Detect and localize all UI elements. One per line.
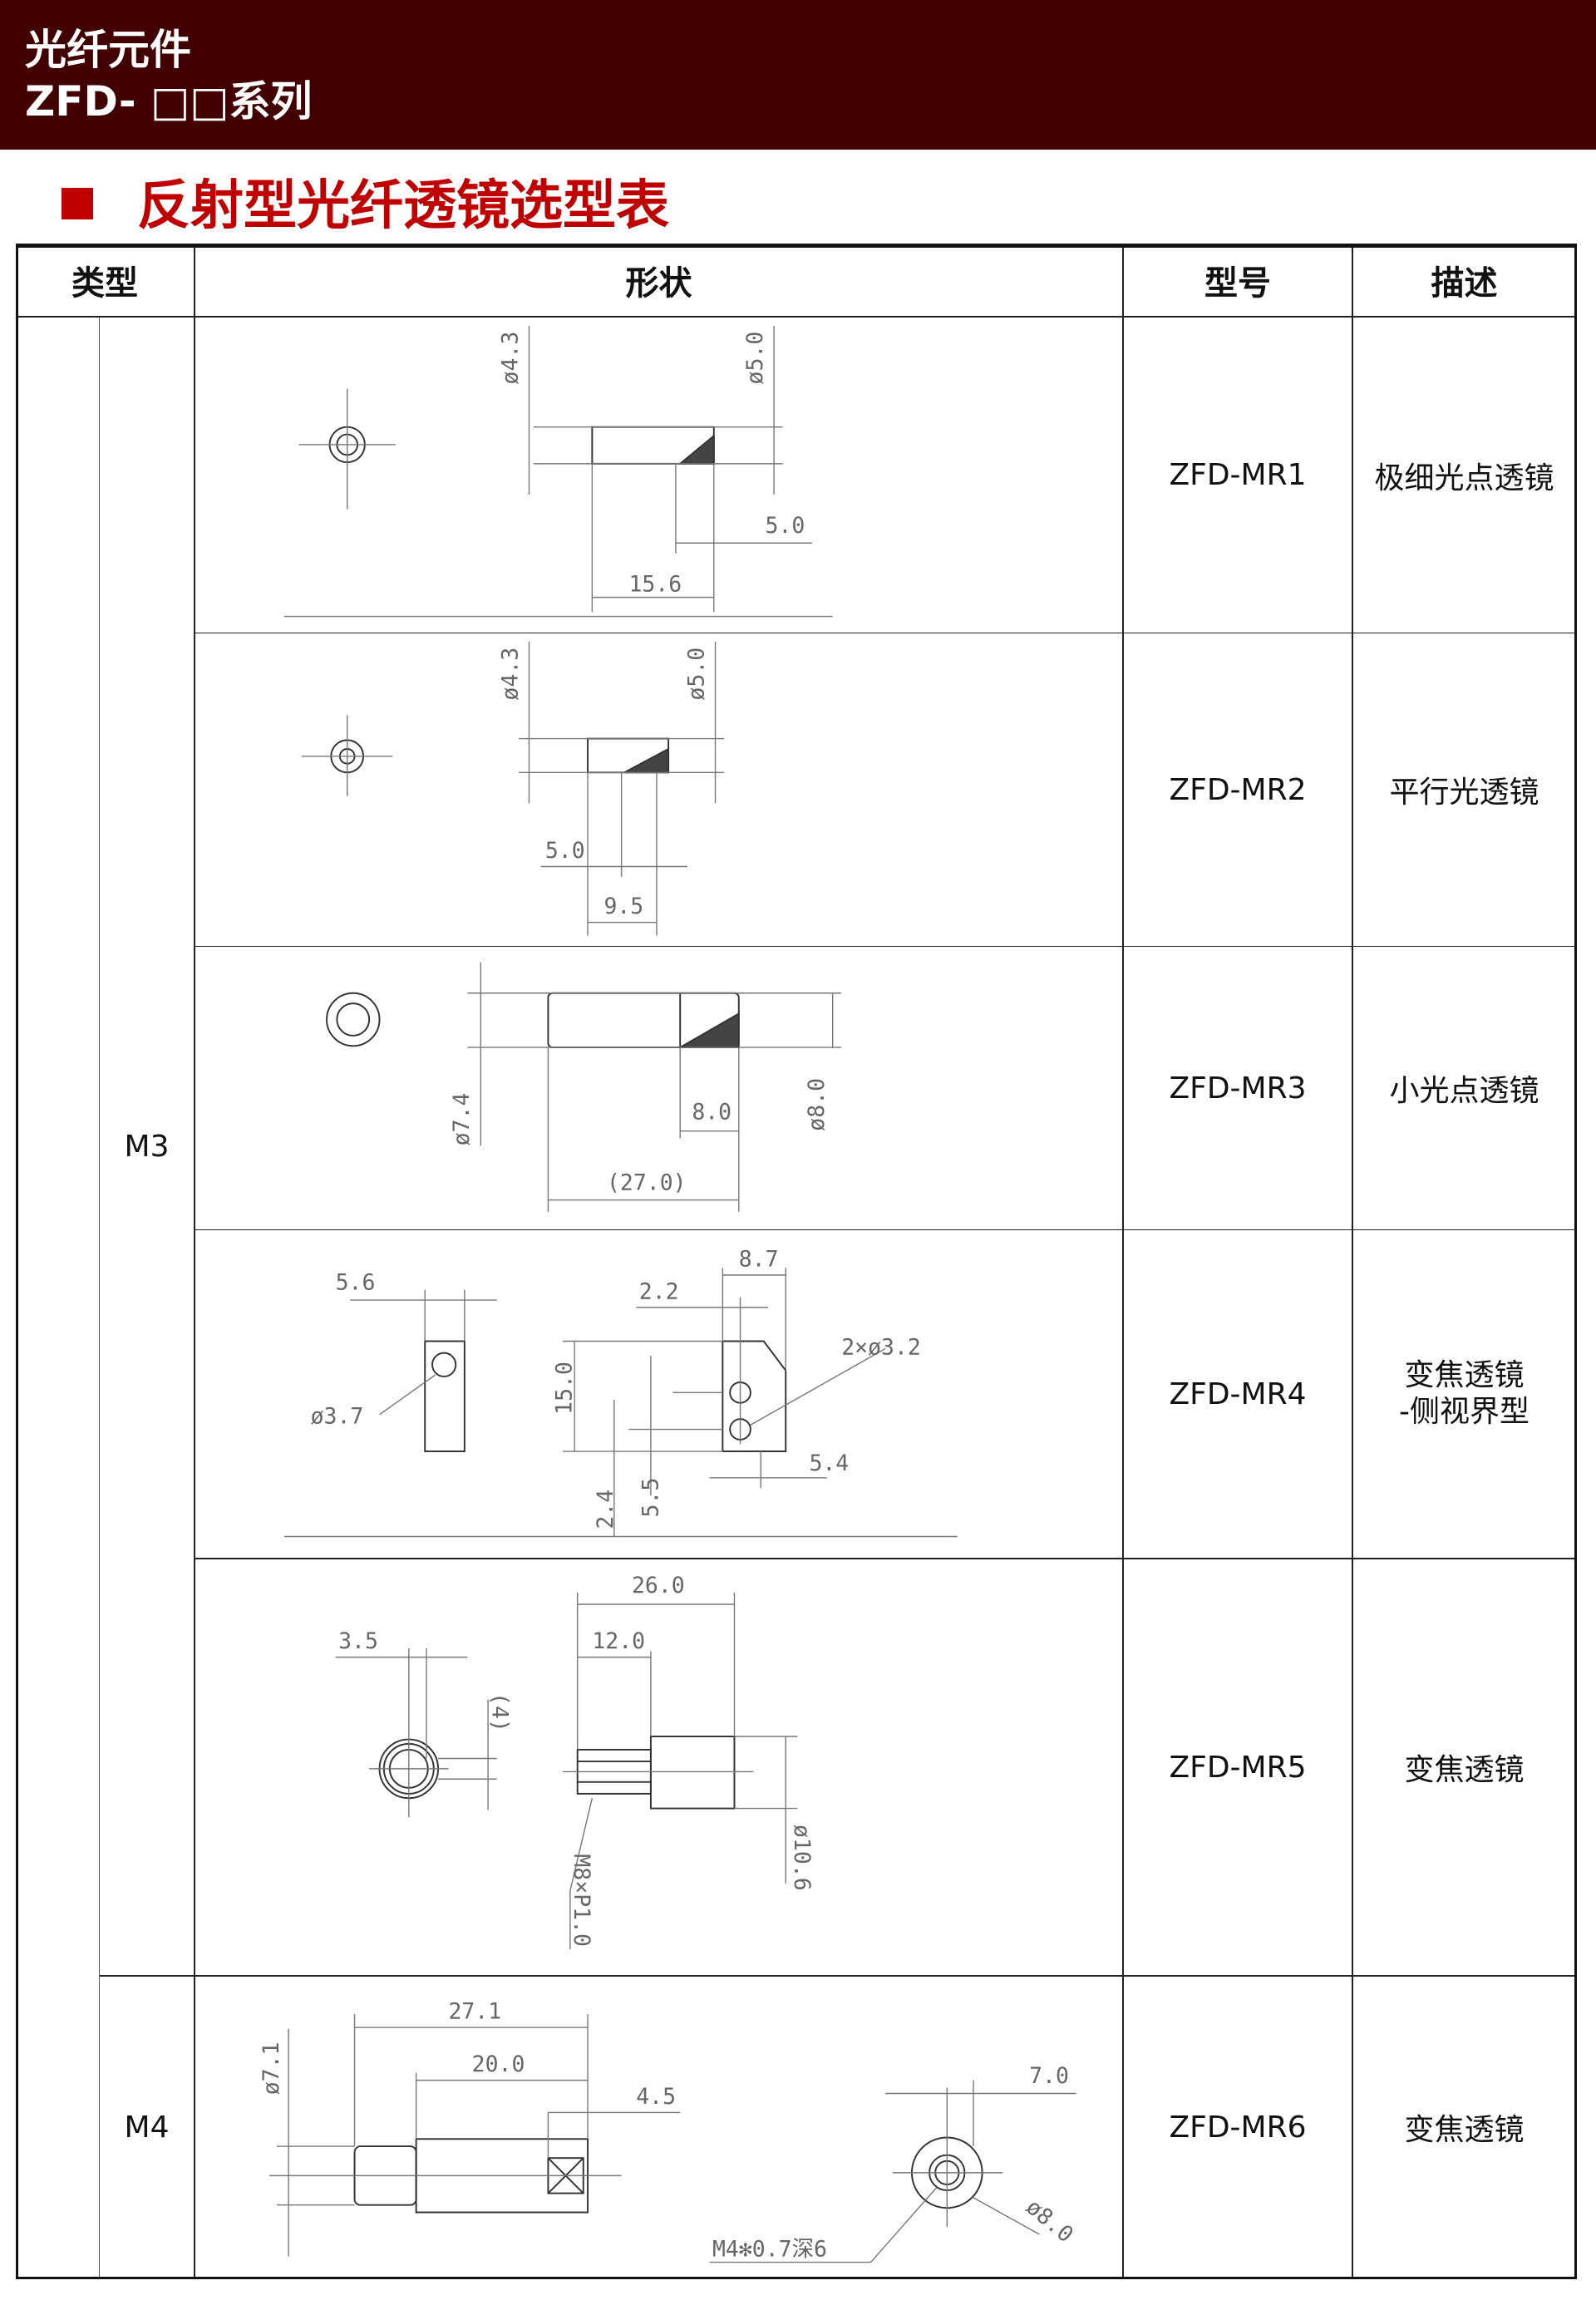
dim-label: ø4.3 <box>497 648 523 701</box>
model-mr3: ZFD-MR3 <box>1124 947 1353 1230</box>
desc-mr4-line1: 变焦透镜 <box>1404 1358 1525 1392</box>
desc-mr4-line2: -侧视界型 <box>1399 1395 1530 1429</box>
header-band: 光纤元件 ZFD- □□系列 <box>0 0 1596 150</box>
dim-label: 3.5 <box>338 1628 378 1654</box>
dim-label: M8×P1.0 <box>569 1854 594 1947</box>
dim-label: ø4.3 <box>497 332 523 385</box>
dim-label: 5.0 <box>766 513 805 539</box>
header-line1: 光纤元件 <box>25 26 191 74</box>
type-group-m4: M4 <box>100 1977 195 2279</box>
dim-label: M4✻0.7深6 <box>712 2237 827 2263</box>
model-mr6: ZFD-MR6 <box>1124 1977 1353 2279</box>
col-header-desc: 描述 <box>1353 244 1577 318</box>
dim-label: 4.5 <box>636 2084 676 2110</box>
shape-cell-mr4 <box>195 1230 1124 1559</box>
dim-label: 5.0 <box>545 838 585 864</box>
desc-mr1: 极细光点透镜 <box>1353 318 1577 633</box>
dim-label: 5.6 <box>336 1270 376 1296</box>
type-outer-cell <box>16 318 100 2279</box>
dim-label: (4) <box>486 1692 512 1732</box>
dim-label: 15.6 <box>628 572 682 598</box>
shape-cell-mr2 <box>195 633 1124 947</box>
dim-label: 12.0 <box>592 1628 645 1654</box>
header-line2: ZFD- □□系列 <box>25 77 313 126</box>
model-mr5: ZFD-MR5 <box>1124 1559 1353 1977</box>
dim-label: ø10.6 <box>789 1825 815 1891</box>
desc-mr6: 变焦透镜 <box>1353 1977 1577 2279</box>
shape-cell-mr3 <box>195 947 1124 1230</box>
shape-cell-mr1 <box>195 318 1124 633</box>
drawing-mr4: 5.6 ø3.7 15.0 2.2 8.7 2×ø3.2 5.4 5.5 2.4 <box>283 1246 958 1538</box>
desc-mr4: 变焦透镜 -侧视界型 <box>1353 1230 1577 1559</box>
dim-label: ø7.4 <box>449 1093 475 1146</box>
dim-label: ø5.0 <box>742 332 768 385</box>
dim-label: 20.0 <box>472 2051 525 2077</box>
drawing-mr5: 26.0 3.5 (4) 12.0 ø10.6 M8×P1.0 <box>335 1573 815 1950</box>
dim-label: 8.7 <box>739 1246 779 1272</box>
dim-label: 27.1 <box>448 1998 501 2024</box>
dim-label: (27.0) <box>607 1170 687 1195</box>
col-header-shape: 形状 <box>195 244 1124 318</box>
dim-label: 7.0 <box>1029 2063 1069 2089</box>
dim-label: 5.5 <box>638 1478 664 1518</box>
drawing-mr3: ø7.4 8.0 ø8.0 (27.0) <box>326 962 842 1212</box>
shape-cell-mr5 <box>195 1559 1124 1977</box>
section-title: 反射型光纤透镜选型表 <box>137 175 669 237</box>
dim-label: ø7.1 <box>259 2042 284 2095</box>
dim-label: ø5.0 <box>683 648 709 701</box>
drawing-mr2: ø4.3 ø5.0 5.0 9.5 <box>302 641 725 936</box>
drawing-mr1: ø4.3 ø5.0 5.0 15.6 <box>283 325 833 618</box>
dim-label: 15.0 <box>552 1362 578 1415</box>
model-mr4: ZFD-MR4 <box>1124 1230 1353 1559</box>
col-header-model: 型号 <box>1124 244 1353 318</box>
dim-label: 2.2 <box>639 1278 679 1304</box>
model-mr1: ZFD-MR1 <box>1124 318 1353 633</box>
desc-mr2: 平行光透镜 <box>1353 633 1577 947</box>
desc-mr5: 变焦透镜 <box>1353 1559 1577 1977</box>
dim-label: ø8.0 <box>804 1078 830 1131</box>
dim-label: 26.0 <box>632 1573 685 1598</box>
drawing-mr6: 27.1 20.0 4.5 ø7.1 7.0 ø8.0 M4✻0.7深6 <box>259 1998 1078 2263</box>
dim-label: 2.4 <box>593 1490 618 1529</box>
desc-mr3: 小光点透镜 <box>1353 947 1577 1230</box>
type-group-m3: M3 <box>100 318 195 1977</box>
dim-label: 2×ø3.2 <box>841 1334 921 1360</box>
dim-label: 8.0 <box>692 1100 732 1125</box>
model-mr2: ZFD-MR2 <box>1124 633 1353 947</box>
dim-label: ø8.0 <box>1021 2194 1078 2248</box>
dim-label: ø3.7 <box>311 1403 364 1429</box>
bullet-square-icon <box>62 188 93 219</box>
dim-label: 5.4 <box>809 1450 849 1476</box>
col-header-type: 类型 <box>16 244 195 318</box>
dim-label: 9.5 <box>603 894 643 919</box>
